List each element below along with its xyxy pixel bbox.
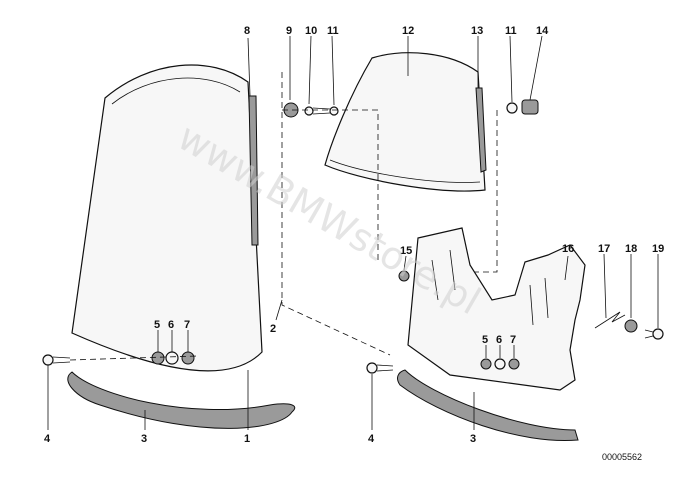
callout-3: 3 [470,433,476,445]
bolt-15 [398,270,410,282]
washer-6-left [165,351,179,365]
tall-windshield [71,64,263,372]
screw-19 [644,328,664,340]
washer-5-left [151,351,165,365]
washer-5-right [480,358,492,370]
callout-13: 13 [471,25,483,37]
lower-guard-left [67,371,296,429]
washer-11-left [329,106,339,116]
washer-18 [624,319,638,333]
edge-strip [248,95,259,246]
callout-10: 10 [305,25,317,37]
callout-1: 1 [244,433,250,445]
screw-4-left [42,354,71,366]
callout-18: 18 [625,243,637,255]
lower-guard-right [397,369,579,442]
nut-7-left [181,351,195,365]
screw-4-right [366,362,394,374]
callout-7: 7 [184,319,190,331]
callout-16: 16 [562,243,574,255]
connector-2-dashed [281,72,498,356]
callout-11: 11 [505,25,517,37]
callout-19: 19 [652,243,664,255]
callout-8: 8 [244,25,250,37]
callout-3: 3 [141,433,147,445]
spring-clip-17 [594,311,626,329]
callout-5: 5 [482,334,488,346]
nut-7-right [508,358,520,370]
callout-7: 7 [510,334,516,346]
small-windshield [324,52,486,192]
callout-9: 9 [286,25,292,37]
callout-14: 14 [536,25,549,37]
washer-11-right [506,102,518,114]
callout-17: 17 [598,243,610,255]
nut-14 [521,99,539,115]
callout-11: 11 [327,25,339,37]
callout-12: 12 [402,25,414,37]
washer-6-right [494,358,506,370]
callout-5: 5 [154,319,160,331]
callout-6: 6 [496,334,502,346]
callout-4: 4 [368,433,375,445]
reference-number: 00005562 [602,452,642,462]
screw-10 [304,106,331,116]
windshield-inner-edge [111,77,241,105]
edge-strip-13 [475,87,487,173]
callout-15: 15 [400,245,412,257]
small-windshield-edge [329,159,481,183]
callout-2: 2 [270,323,276,335]
leader-lines [47,35,659,430]
callout-6: 6 [168,319,174,331]
callout-4: 4 [44,433,51,445]
